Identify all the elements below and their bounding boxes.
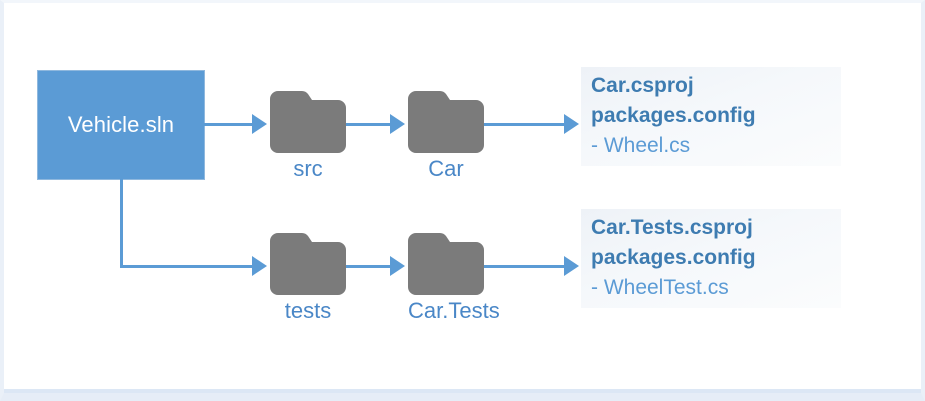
folder-icon — [270, 233, 346, 295]
solution-node-vehicle-sln[interactable]: Vehicle.sln — [38, 71, 204, 179]
file-entry-wheeltest-cs: - WheelTest.cs — [591, 275, 729, 299]
folder-label-tests: tests — [284, 298, 332, 323]
connector-car-to-files — [482, 123, 564, 126]
solution-node-label: Vehicle.sln — [67, 112, 175, 137]
folder-node-car-tests[interactable]: Car.Tests — [408, 233, 500, 323]
arrowhead-sln-to-tests — [252, 256, 267, 276]
file-list-panel-car: Car.csproj packages.config - Wheel.cs — [581, 67, 841, 167]
file-entry-packages-config: packages.config — [591, 103, 756, 127]
connector-sln-elbow-vertical — [120, 179, 123, 268]
folder-icon — [408, 91, 484, 153]
file-entry-car-tests-csproj: Car.Tests.csproj — [591, 216, 753, 239]
folder-icon — [270, 91, 346, 153]
arrowhead-car-to-files — [564, 114, 579, 134]
arrowhead-src-to-car — [390, 114, 405, 134]
connector-sln-to-src — [204, 123, 252, 126]
connector-sln-elbow-horizontal — [120, 265, 252, 268]
arrowhead-sln-to-src — [252, 114, 267, 134]
folder-node-car[interactable]: Car — [408, 91, 484, 181]
folder-label-car: Car — [428, 156, 464, 181]
file-entry-packages-config-tests: packages.config — [591, 245, 756, 269]
connector-cartests-to-files — [482, 265, 564, 268]
connector-tests-to-cartests — [346, 265, 390, 268]
file-entry-wheel-cs: - Wheel.cs — [591, 133, 691, 157]
folder-label-src: src — [293, 156, 323, 181]
file-entry-car-csproj: Car.csproj — [591, 74, 694, 97]
folder-node-tests[interactable]: tests — [270, 233, 346, 323]
folder-icon — [408, 233, 484, 295]
arrowhead-tests-to-cartests — [390, 256, 405, 276]
file-list-panel-car-tests: Car.Tests.csproj packages.config - Wheel… — [581, 209, 841, 309]
arrowhead-cartests-to-files — [564, 256, 579, 276]
folder-node-src[interactable]: src — [270, 91, 346, 181]
connector-src-to-car — [346, 123, 390, 126]
folder-label-car-tests: Car.Tests — [408, 298, 500, 323]
